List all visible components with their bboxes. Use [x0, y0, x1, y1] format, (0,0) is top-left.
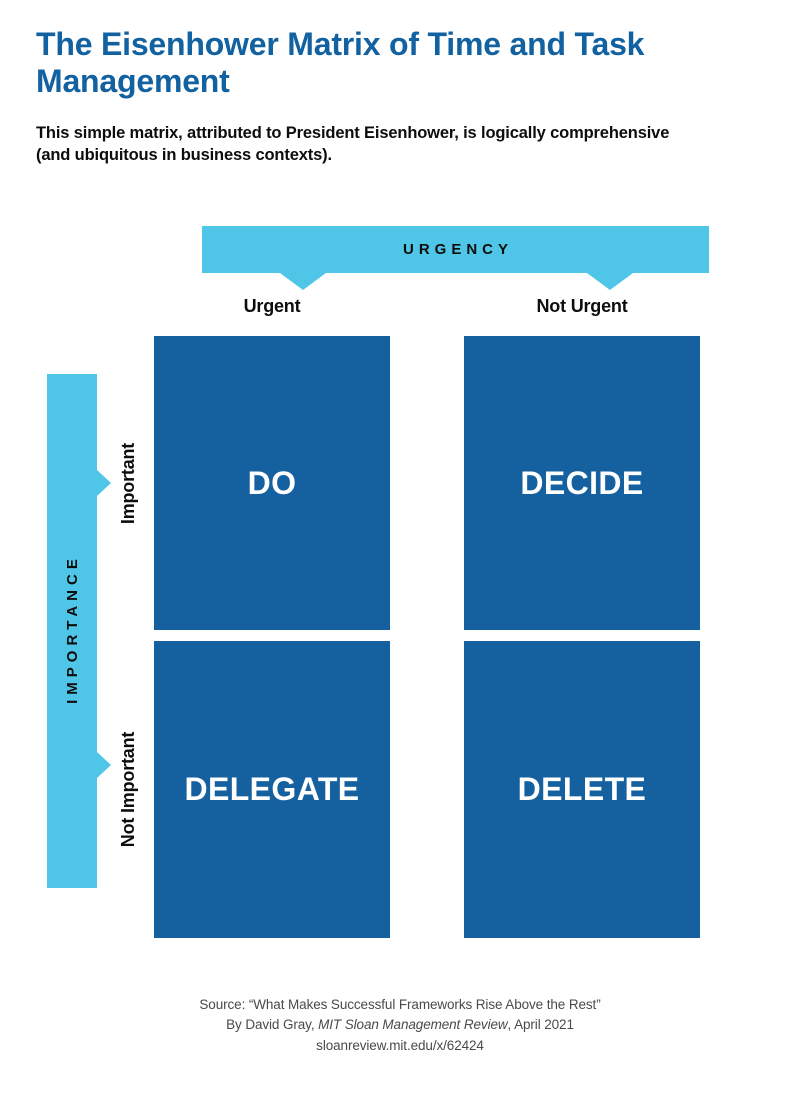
- column-label-not-urgent: Not Urgent: [536, 296, 628, 316]
- quadrant-delete-label: DELETE: [517, 771, 647, 807]
- row-label-important-text: Important: [118, 442, 139, 524]
- source-line-author: By David Gray, MIT Sloan Management Revi…: [0, 1015, 800, 1035]
- quadrant-delegate-label: DELEGATE: [184, 771, 360, 807]
- page-title: The Eisenhower Matrix of Time and Task M…: [36, 26, 645, 100]
- urgency-axis: URGENCY: [202, 226, 709, 290]
- column-label-urgent: Urgent: [243, 296, 301, 316]
- urgency-axis-label: URGENCY: [402, 241, 513, 258]
- row-label-not-important-text: Not Important: [118, 731, 139, 848]
- row-labels: Important Not Important: [112, 336, 146, 938]
- quadrant-do[interactable]: DO: [154, 336, 390, 630]
- eisenhower-matrix: DO DECIDE DELEGATE DELETE: [154, 336, 700, 938]
- page-subtitle: This simple matrix, attributed to Presid…: [36, 124, 670, 165]
- quadrant-delete[interactable]: DELETE: [464, 641, 700, 938]
- urgency-pointer-urgent-icon: [280, 273, 326, 290]
- source-credit: Source: “What Makes Successful Framework…: [0, 995, 800, 1056]
- quadrant-delegate[interactable]: DELEGATE: [154, 641, 390, 938]
- source-publication: MIT Sloan Management Review: [318, 1017, 508, 1033]
- source-author-prefix: By David Gray,: [226, 1017, 319, 1033]
- importance-axis-bar: IMPORTANCE: [47, 374, 97, 888]
- urgency-axis-bar: URGENCY: [202, 226, 709, 273]
- importance-pointer-important-icon: [97, 470, 111, 496]
- importance-axis-label: IMPORTANCE: [63, 553, 81, 704]
- source-link[interactable]: sloanreview.mit.edu/x/62424: [316, 1037, 484, 1053]
- importance-pointer-not-important-icon: [97, 752, 111, 778]
- urgency-pointer-not-urgent-icon: [587, 273, 633, 290]
- quadrant-decide-label: DECIDE: [520, 464, 644, 501]
- column-labels: Urgent Not Urgent: [154, 296, 700, 317]
- quadrant-do-label: DO: [247, 464, 297, 501]
- row-label-not-important: Not Important: [112, 641, 146, 938]
- importance-axis: IMPORTANCE: [47, 374, 111, 888]
- source-line-article: Source: “What Makes Successful Framework…: [199, 997, 601, 1012]
- row-label-important: Important: [112, 336, 146, 630]
- quadrant-decide[interactable]: DECIDE: [464, 336, 700, 630]
- source-date-suffix: , April 2021: [507, 1017, 574, 1033]
